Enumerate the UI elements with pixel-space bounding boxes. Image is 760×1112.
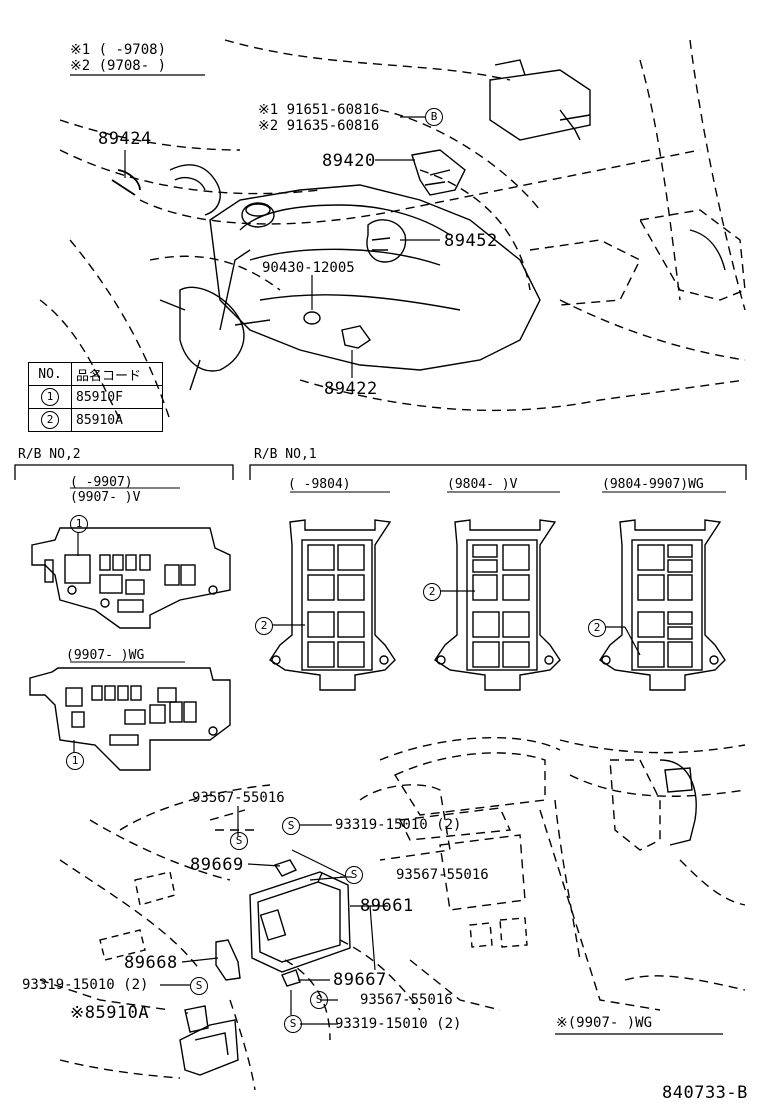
label-93567-a: 93567-55016 (192, 790, 285, 806)
legend-row: 2 85910A (28, 408, 163, 432)
part-90430: 90430-12005 (262, 260, 355, 276)
lower-leaders (160, 806, 388, 1025)
legend-row-2-code: 85910A (71, 408, 163, 432)
part-89420-alt2: ※2 91635-60816 (258, 118, 380, 134)
label-93319-c: 93319-15010 (2) (335, 1016, 462, 1032)
rb2-panel2-label: (9907- )WG (66, 648, 145, 663)
label-89661: 89661 (360, 896, 414, 916)
rb2-callout-1a: 1 (70, 515, 88, 533)
label-93567-b: 93567-55016 (396, 867, 489, 883)
rb2-header: R/B NO,2 (18, 447, 81, 462)
s-marker-5: S (310, 991, 328, 1009)
rb1-panel-c-label: (9804-9907)WG (602, 477, 704, 492)
part-89424: 89424 (98, 129, 152, 149)
rb2-panel-2 (29, 667, 231, 771)
rb2-callout-1b: 1 (66, 752, 84, 770)
label-89669: 89669 (190, 855, 244, 875)
drawing-code: 840733-B (662, 1083, 748, 1103)
part-89420-alt1: ※1 91651-60816 (258, 102, 380, 118)
rb1-panels (269, 519, 726, 691)
rb1-callout-2c: 2 (588, 619, 606, 637)
legend-row-2-no: 2 (41, 411, 59, 429)
label-89668: 89668 (124, 953, 178, 973)
legend-row-1-no: 1 (41, 388, 59, 406)
legend-col-code: 品名コード (71, 362, 163, 386)
legend-row-1-code: 85910F (71, 385, 163, 409)
rb1-callout-2a: 2 (255, 617, 273, 635)
part-89420: 89420 (322, 151, 376, 171)
s-marker-2: S (282, 817, 300, 835)
part-89422: 89422 (324, 379, 378, 399)
rb1-callout-2b: 2 (423, 583, 441, 601)
label-89667: 89667 (333, 970, 387, 990)
label-93319-b: 93319-15010 (2) (22, 977, 149, 993)
s-marker-3: S (345, 866, 363, 884)
label-85910a: ※85910A (70, 1003, 150, 1023)
rb2-panel1-line1: ( -9907) (70, 475, 133, 490)
rb1-panel-a-label: ( -9804) (288, 477, 351, 492)
label-93567-c: 93567-55016 (360, 992, 453, 1008)
part-89452: 89452 (444, 231, 498, 251)
marker-b: B (425, 108, 443, 126)
rb2-panel-1 (31, 527, 231, 629)
rb2-panel1-line2: (9907- )V (70, 490, 141, 505)
note-2: ※2 (9708- ) (70, 58, 167, 74)
legend-header: NO. 品名コード (28, 362, 163, 386)
legend-row: 1 85910F (28, 385, 163, 409)
rb1-panel-b-label: (9804- )V (447, 477, 518, 492)
legend-col-no: NO. (28, 362, 72, 386)
s-marker-1: S (230, 832, 248, 850)
label-93319-a: 93319-15010 (2) (335, 817, 462, 833)
rb1-header: R/B NO,1 (254, 447, 317, 462)
note-1: ※1 ( -9708) (70, 42, 167, 58)
variant-note: ※(9907- )WG (556, 1015, 653, 1031)
top-leaders (124, 116, 440, 378)
s-marker-4: S (190, 977, 208, 995)
legend-table: NO. 品名コード 1 85910F 2 85910A (28, 362, 163, 432)
s-marker-6: S (284, 1015, 302, 1033)
